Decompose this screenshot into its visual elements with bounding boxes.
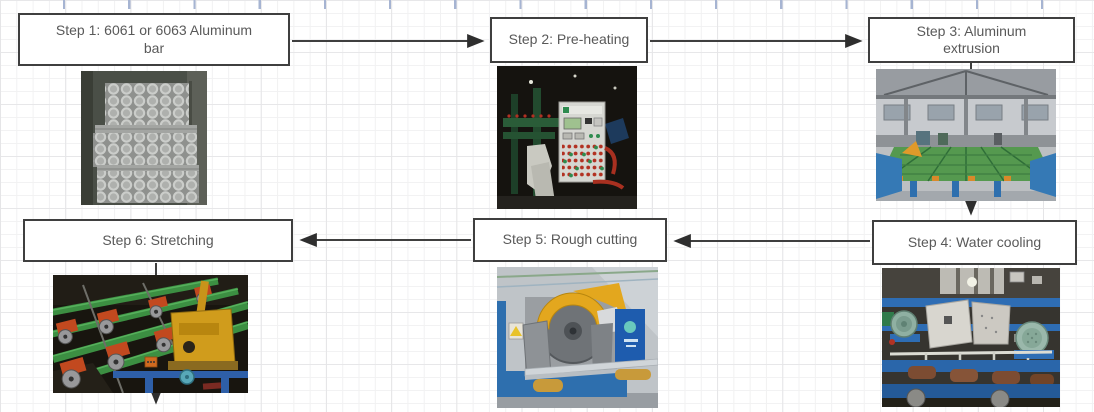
step-1-label: Step 1: 6061 or 6063 Aluminum bar — [55, 22, 253, 56]
rough-cutting-saw-photo[interactable] — [497, 267, 658, 408]
step-2-box[interactable]: Step 2: Pre-heating — [490, 17, 648, 63]
step-6-label: Step 6: Stretching — [102, 231, 214, 248]
stretching-machine-photo[interactable] — [53, 275, 248, 393]
step-4-box[interactable]: Step 4: Water cooling — [872, 220, 1077, 265]
preheating-control-panel-photo[interactable] — [497, 66, 637, 209]
step-2-label: Step 2: Pre-heating — [508, 31, 630, 48]
aluminum-round-bars-photo[interactable] — [81, 71, 207, 205]
grid-major-ticks — [0, 0, 1094, 9]
step-4-label: Step 4: Water cooling — [907, 233, 1042, 250]
step-5-box[interactable]: Step 5: Rough cutting — [473, 218, 667, 262]
water-cooling-machine-photo[interactable] — [882, 268, 1060, 407]
step-3-label: Step 3: Aluminum extrusion — [916, 22, 1027, 57]
extrusion-workshop-photo[interactable] — [876, 69, 1056, 201]
step-5-label: Step 5: Rough cutting — [502, 231, 638, 248]
step-1-box[interactable]: Step 1: 6061 or 6063 Aluminum bar — [18, 13, 290, 66]
step-3-box[interactable]: Step 3: Aluminum extrusion — [868, 17, 1075, 63]
step-6-box[interactable]: Step 6: Stretching — [23, 219, 293, 262]
